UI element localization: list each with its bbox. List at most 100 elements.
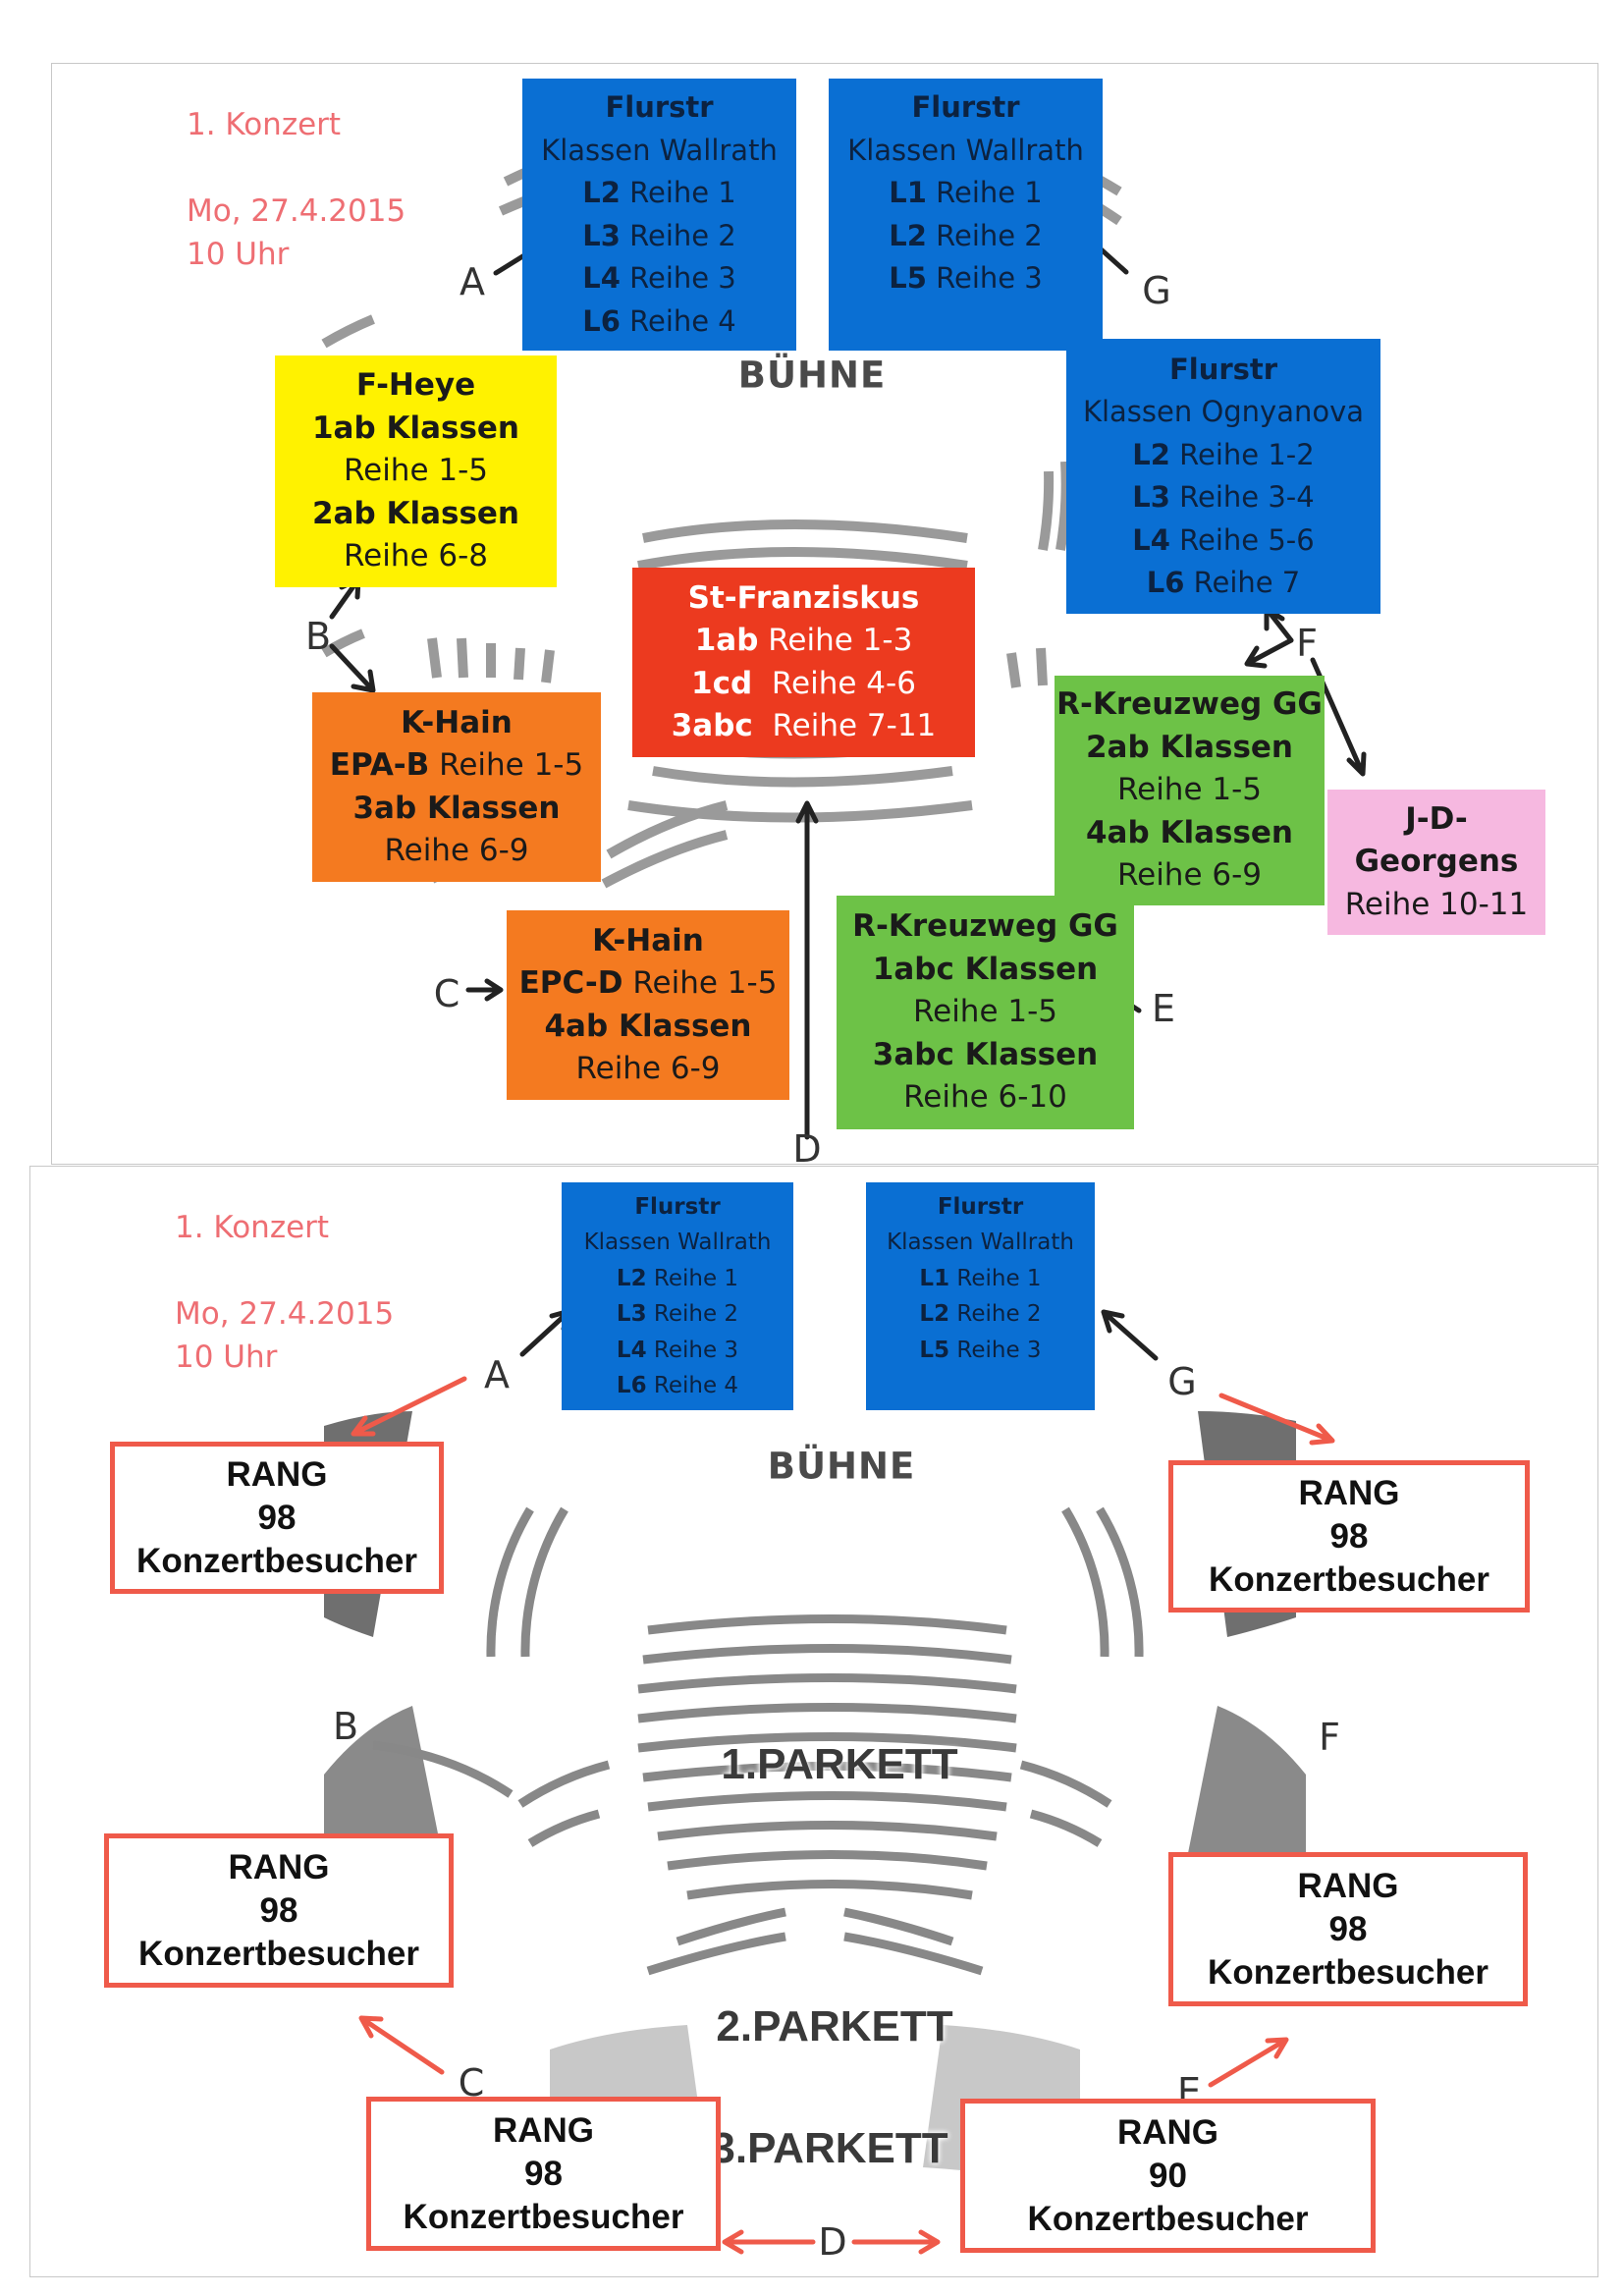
row-range: Reihe 1-5 xyxy=(912,994,1058,1030)
class-code: EPC-D xyxy=(518,965,623,1001)
flurstr-wallrath-left-box: Flurstr Klassen Wallrath L2 Reihe 1 L3 R… xyxy=(562,1182,793,1410)
rang-unit: Konzertbesucher xyxy=(1208,1952,1488,1992)
row-range: Reihe 1-2 xyxy=(1179,437,1315,471)
flurstr-ognyanova-box: Flurstr Klassen Ognyanova L2 Reihe 1-2 L… xyxy=(1066,339,1380,614)
box-subtitle: Klassen Wallrath xyxy=(583,1230,772,1255)
parkett-1-label: 1.PARKETT xyxy=(721,1740,958,1788)
rang-unit: Konzertbesucher xyxy=(403,2197,684,2236)
row-range: Reihe 4-6 xyxy=(771,665,916,701)
class-code: L2 xyxy=(582,176,621,209)
rang-box-a: RANG 98 Konzertbesucher xyxy=(110,1442,444,1594)
label-b: B xyxy=(332,1705,359,1748)
class-group: 1abc Klassen xyxy=(872,951,1099,987)
box-title: R-Kreuzweg GG xyxy=(852,908,1118,945)
class-code: L3 xyxy=(582,218,621,252)
rang-label: RANG xyxy=(1116,2112,1219,2152)
class-code: L6 xyxy=(582,303,621,338)
seat-row xyxy=(1029,1809,1103,1847)
class-code: L1 xyxy=(919,1265,950,1291)
concert-date: Mo, 27.4.2015 xyxy=(187,193,406,229)
class-code: L4 xyxy=(616,1337,647,1363)
seat-row xyxy=(527,1809,601,1847)
rkreuzweg-f-box: R-Kreuzweg GG 2ab Klassen Reihe 1-5 4ab … xyxy=(1055,676,1325,905)
row-range: Reihe 1-3 xyxy=(768,623,913,658)
class-code: 1ab xyxy=(694,623,759,658)
row-range: Reihe 1-5 xyxy=(632,965,778,1001)
label-c: C xyxy=(458,2061,485,2105)
rang-box-b: RANG 98 Konzertbesucher xyxy=(104,1833,454,1988)
seat-row xyxy=(642,1762,1012,1782)
jdgeorgens-box: J-D- Georgens Reihe 10-11 xyxy=(1327,790,1545,935)
rang-label: RANG xyxy=(1298,1473,1400,1512)
arrow-d-right xyxy=(851,2229,941,2255)
class-code: L4 xyxy=(582,261,621,295)
class-group: 3abc Klassen xyxy=(872,1036,1099,1072)
seat-row xyxy=(1006,652,1021,688)
seat-row xyxy=(657,1821,998,1841)
seat-row xyxy=(843,1932,984,1976)
rang-wedge-right-lower xyxy=(1188,1706,1306,1892)
label-d: D xyxy=(792,1127,822,1171)
rang-label: RANG xyxy=(492,2110,595,2150)
parkett-3-label: 3.PARKETT xyxy=(711,2124,948,2172)
top-panel xyxy=(51,63,1598,1165)
rang-count: 98 xyxy=(1328,1909,1368,1948)
seat-row xyxy=(1036,647,1048,686)
seat-row xyxy=(321,629,365,658)
class-code: L6 xyxy=(616,1373,647,1398)
rang-box-g: RANG 98 Konzertbesucher xyxy=(1168,1460,1530,1613)
row-range: Reihe 1 xyxy=(956,1265,1042,1291)
box-title: J-D- xyxy=(1405,800,1468,837)
class-code: L5 xyxy=(919,1337,950,1363)
stfranziskus-box: St-Franziskus 1ab Reihe 1-3 1cd Reihe 4-… xyxy=(632,568,975,757)
row-range: Reihe 7-11 xyxy=(772,708,937,743)
rang-count: 98 xyxy=(1329,1516,1369,1556)
arrow-c-rang xyxy=(358,2015,445,2075)
row-range: Reihe 2 xyxy=(936,218,1043,252)
seat-row xyxy=(517,1760,611,1808)
seat-row xyxy=(646,1932,786,1976)
arrow-a-rang xyxy=(351,1376,467,1437)
seat-row xyxy=(486,1506,534,1658)
bottom-panel xyxy=(29,1166,1598,2277)
class-group: 3ab Klassen xyxy=(352,790,561,826)
rang-unit: Konzertbesucher xyxy=(1027,2199,1309,2238)
row-range: Reihe 1 xyxy=(653,1265,739,1291)
row-range: Reihe 6-9 xyxy=(575,1051,721,1086)
concert-time: 10 Uhr xyxy=(175,1339,278,1375)
class-code: EPA-B xyxy=(329,747,430,783)
seat-row xyxy=(1019,1760,1112,1808)
class-code: 1cd xyxy=(691,665,753,701)
class-code: L6 xyxy=(1146,566,1185,599)
box-title: R-Kreuzweg GG xyxy=(1056,686,1323,723)
class-code: L2 xyxy=(919,1301,950,1327)
class-code: L5 xyxy=(889,261,927,295)
seat-row xyxy=(676,1907,786,1946)
khain-epc-box: K-Hain EPC-D Reihe 1-5 4ab Klassen Reihe… xyxy=(507,910,789,1100)
label-a: A xyxy=(484,1353,510,1396)
label-f: F xyxy=(1296,622,1318,665)
flurstr-wallrath-right-box: Flurstr Klassen Wallrath L1 Reihe 1 L2 R… xyxy=(829,79,1103,351)
seat-row xyxy=(1061,1506,1109,1658)
bottom-red-arrows xyxy=(351,1376,1335,2255)
label-b: B xyxy=(304,615,332,658)
seat-row xyxy=(642,1644,1012,1665)
rang-count: 98 xyxy=(259,1890,298,1930)
box-subtitle: Klassen Wallrath xyxy=(847,133,1084,167)
arrow-g-rang xyxy=(1218,1393,1335,1446)
row-range: Reihe 4 xyxy=(653,1373,739,1398)
seat-row xyxy=(520,1506,568,1658)
box-title: St-Franziskus xyxy=(687,579,920,616)
class-group: 2ab Klassen xyxy=(1085,729,1294,765)
rang-box-e: RANG 90 Konzertbesucher xyxy=(960,2099,1376,2253)
row-range: Reihe 1-5 xyxy=(439,747,584,783)
rang-unit: Konzertbesucher xyxy=(1209,1559,1489,1599)
parkett-2-label: 2.PARKETT xyxy=(716,2002,953,2050)
seat-row xyxy=(686,1880,973,1900)
row-range: Reihe 2 xyxy=(629,218,736,252)
seat-row xyxy=(514,647,525,681)
seat-row xyxy=(667,1850,988,1871)
class-code: L2 xyxy=(616,1265,647,1291)
row-range: Reihe 2 xyxy=(956,1301,1042,1327)
seat-row xyxy=(647,1791,1007,1812)
